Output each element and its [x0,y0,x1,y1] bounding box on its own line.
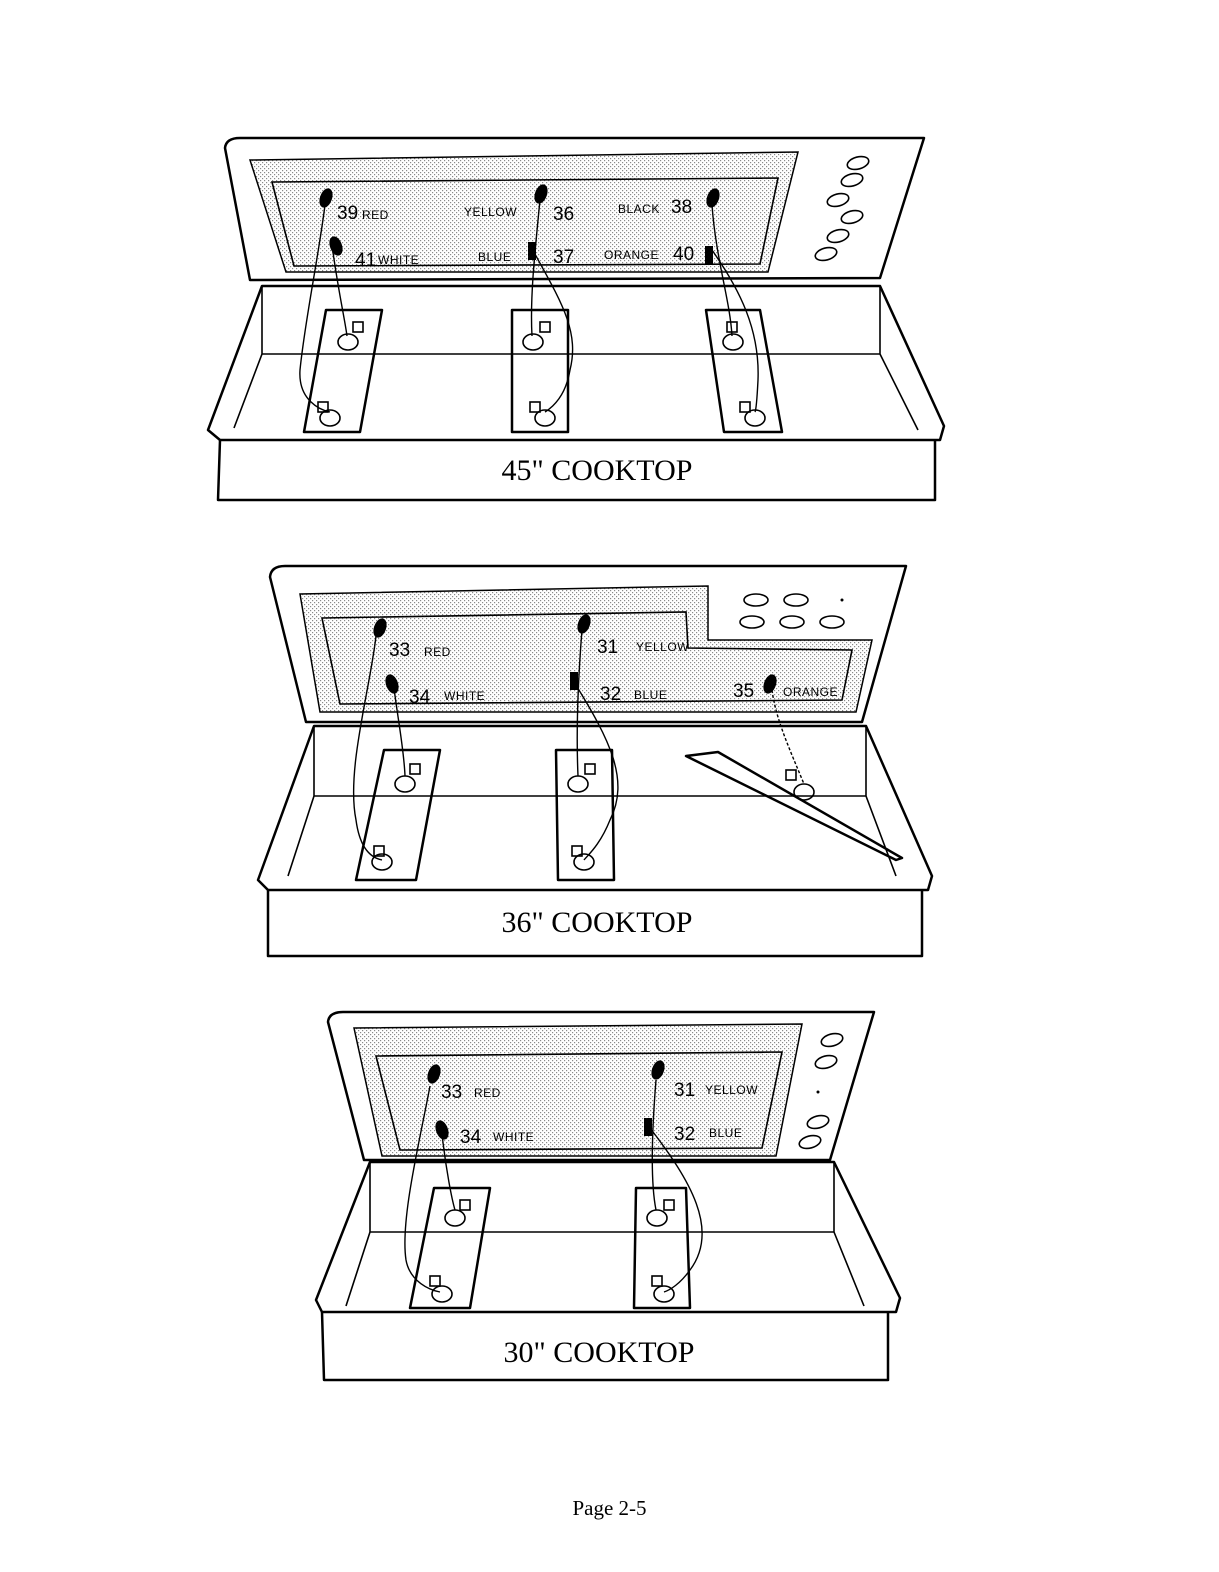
terminal-number: 36 [553,204,574,225]
wire-color-label: BLACK [618,202,660,216]
terminal-number: 38 [671,197,692,218]
wire-color-label: RED [474,1086,501,1100]
wire-color-label: YELLOW [464,205,517,219]
wire-color-label: YELLOW [636,640,689,654]
wire-color-label: ORANGE [604,248,659,262]
wire-color-label: BLUE [634,688,667,702]
cooktop-30-diagram: 33 RED 34 WHITE 31 YELLOW 32 BLUE 30" CO… [316,1012,900,1380]
terminal-number: 32 [674,1124,695,1145]
wire-color-label: BLUE [709,1126,742,1140]
terminal-number: 40 [673,244,694,265]
terminal-number: 33 [441,1082,462,1103]
cooktop-45-diagram: 39 RED 41 WHITE 36 YELLOW 37 BLUE 38 BLA… [208,138,944,500]
wire-color-label: BLUE [478,250,511,264]
wire-color-label: ORANGE [783,685,838,699]
cooktop-36-caption: 36" COOKTOP [502,906,693,939]
cooktop-45-caption: 45" COOKTOP [502,454,693,487]
wire-color-label: YELLOW [705,1083,758,1097]
wire-color-label: RED [362,208,389,222]
cooktop-30-caption: 30" COOKTOP [504,1336,695,1369]
terminal-number: 37 [553,247,574,268]
terminal-number: 32 [600,684,621,705]
wire-color-label: WHITE [444,689,485,703]
wire-color-label: WHITE [378,253,419,267]
terminal-number: 33 [389,640,410,661]
terminal-number: 41 [355,250,376,271]
control-knobs [814,154,870,262]
terminal-number: 35 [733,681,754,702]
terminal-number: 34 [460,1127,482,1148]
terminal-number: 39 [337,203,358,224]
wire-color-label: WHITE [493,1130,534,1144]
wire-color-label: RED [424,645,451,659]
page-number: Page 2-5 [0,1496,1219,1521]
terminal-number: 31 [597,637,618,658]
cooktop-36-diagram: 33 RED 34 WHITE 31 YELLOW 32 BLUE 35 ORA… [258,566,932,956]
control-knobs [740,594,844,628]
terminal-number: 31 [674,1080,695,1101]
terminal-number: 34 [409,687,431,708]
